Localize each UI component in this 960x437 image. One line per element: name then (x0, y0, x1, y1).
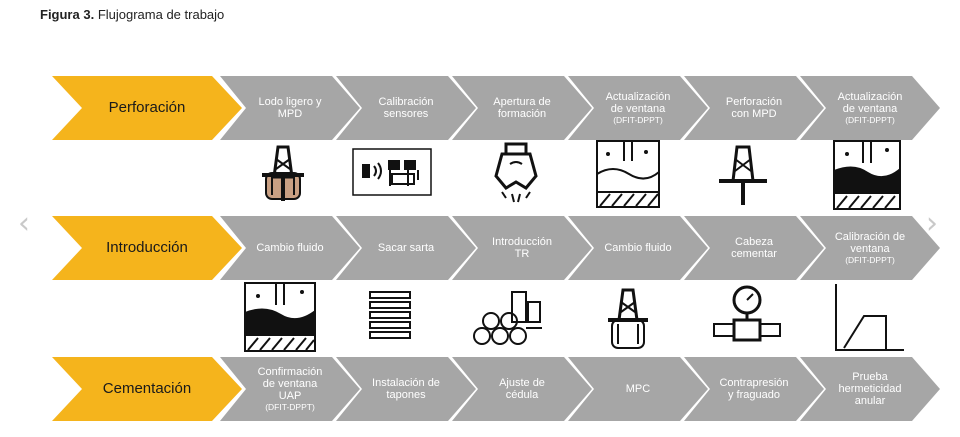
step-label-line2: ventana (850, 243, 890, 255)
step-label-line2: con MPD (731, 108, 777, 120)
step-label-line1: Introducción (492, 236, 552, 248)
step-label-line2: formación (497, 108, 547, 120)
figure-label: Figura 3. (40, 7, 95, 22)
step-label-line2: de ventana (610, 103, 666, 115)
step-label-line2: tapones (386, 389, 426, 401)
prev-arrow-icon[interactable]: ‹ (18, 206, 30, 241)
step-label-line3: UAP (278, 390, 302, 402)
rig-fluid-icon (608, 288, 648, 349)
stage-head-label: Perforación (108, 99, 186, 116)
step-label-line1: Actualización (837, 91, 903, 103)
stage-head-label: Introducción (106, 239, 188, 256)
step-label-line2: y fraguado (728, 389, 780, 401)
step-label-line1: Confirmación (257, 366, 323, 378)
formation-window-dark-icon (833, 140, 901, 210)
next-arrow-icon[interactable]: › (926, 206, 938, 241)
figure-title: Flujograma de trabajo (97, 7, 225, 22)
stage-head-label: Cementación (102, 380, 192, 397)
casing-pipes-icon (473, 291, 542, 345)
step-label-sub: (DFIT-DPPT) (845, 115, 895, 125)
step-label-line2: TR (514, 248, 530, 260)
step-label-sub: (DFIT-DPPT) (845, 255, 895, 265)
step-label-line1: Ajuste de (499, 377, 545, 389)
step-label-line1: Apertura de (493, 96, 551, 108)
step-label-line2: hermeticidad (838, 383, 902, 395)
step-label-line2: de ventana (842, 103, 898, 115)
step-chevron: Cambio fluido (220, 216, 360, 280)
formation-window-dark-icon (244, 282, 316, 352)
step-label-line1: Contrapresión (719, 377, 789, 389)
step-label-line1: MPC (625, 383, 651, 395)
step-label-sub: (DFIT-DPPT) (613, 115, 663, 125)
step-label-line1: Calibración (378, 96, 434, 108)
step-label-line1: Perforación (725, 96, 783, 108)
step-label-line1: Cambio fluido (256, 242, 324, 254)
step-label-line1: Prueba (852, 371, 888, 383)
step-label-line2: cementar (731, 248, 777, 260)
step-chevron: Sacar sarta (336, 216, 476, 280)
step-label-line3: anular (854, 395, 886, 407)
formation-window-icon (596, 140, 660, 208)
step-label-line1: Cambio fluido (604, 242, 672, 254)
step-label-line2: sensores (383, 108, 429, 120)
figure-caption: Figura 3. Flujograma de trabajo (40, 7, 224, 22)
stage-head-cementacion: Cementación (52, 357, 242, 421)
pressure-graph-icon (835, 284, 904, 351)
step-label-line2: MPD (277, 108, 303, 120)
stage-head-introduccion: Introducción (52, 216, 242, 280)
drilling-rig-mud-icon (262, 145, 304, 201)
step-label-line1: Lodo ligero y (258, 96, 322, 108)
step-label-line1: Actualización (605, 91, 671, 103)
step-label-line2: de ventana (262, 378, 318, 390)
pipe-stack-icon (369, 291, 411, 339)
step-label-line1: Instalación de (372, 377, 440, 389)
step-label-sub: (DFIT-DPPT) (265, 402, 315, 412)
step-label-line2: cédula (505, 389, 539, 401)
cement-head-gauge-icon (713, 285, 781, 342)
drilling-rig-icon (719, 145, 767, 205)
step-label-line1: Cabeza (735, 236, 773, 248)
step-chevron: Cambio fluido (568, 216, 708, 280)
drill-bit-icon (494, 142, 538, 203)
sensor-panel-icon (352, 148, 432, 196)
row-introduccion: Introducción Cambio fluido Sacar sarta I… (52, 216, 942, 280)
step-label-line1: Calibración de (834, 231, 906, 243)
step-chevron: MPC (568, 357, 708, 421)
step-label-line1: Sacar sarta (377, 242, 435, 254)
stage-head-perforacion: Perforación (52, 76, 242, 140)
